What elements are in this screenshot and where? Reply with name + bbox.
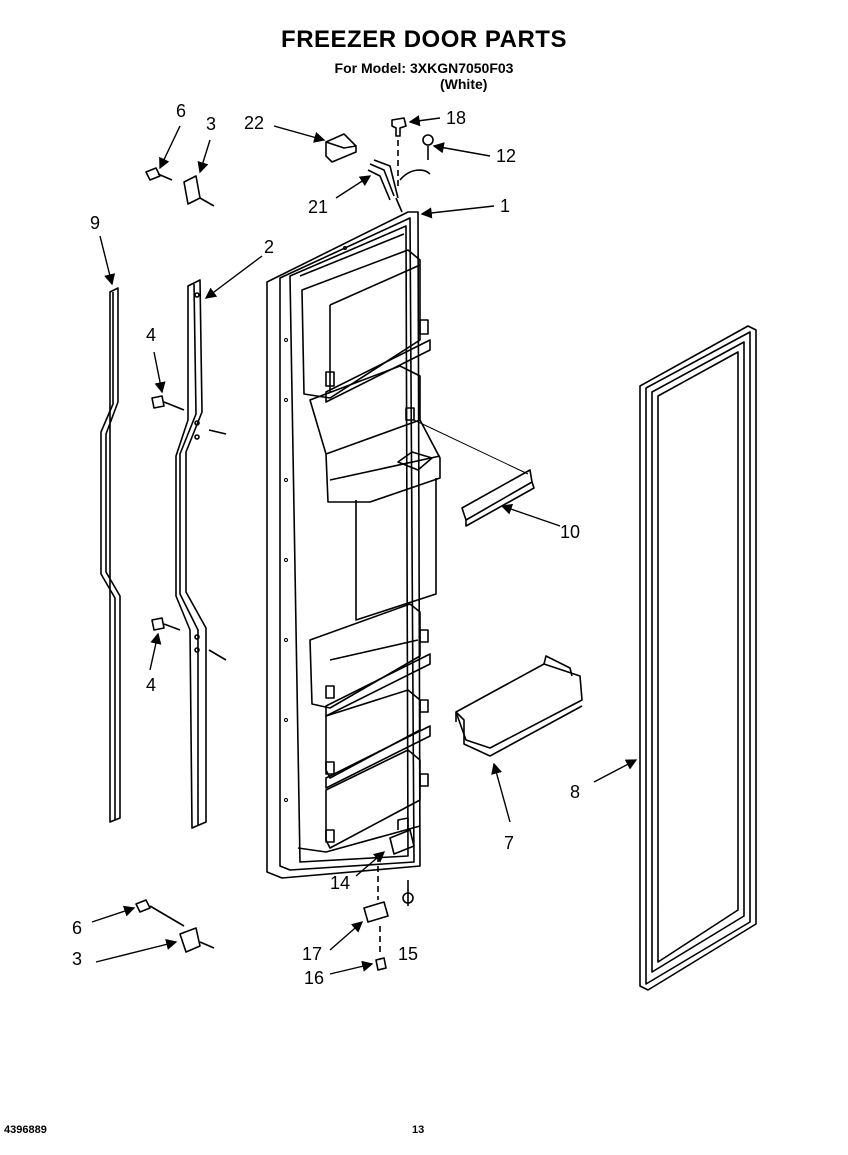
- callout-18: 18: [446, 108, 467, 128]
- part-15-screw: [402, 880, 414, 906]
- part-17-bracket: [363, 856, 389, 923]
- part-14-hinge-pin: [389, 817, 415, 855]
- callout-10: 10: [560, 522, 581, 542]
- callout-6-top: 6: [176, 101, 187, 121]
- callout-6-bottom: 6: [72, 918, 83, 938]
- callout-14: 14: [330, 873, 351, 893]
- callout-2: 2: [264, 237, 275, 257]
- callout-3-bottom: 3: [72, 949, 83, 969]
- model-subtitle: For Model: 3XKGN7050F03: [334, 60, 514, 76]
- callout-15: 15: [398, 944, 419, 964]
- callout-9: 9: [90, 213, 101, 233]
- callout-4-upper: 4: [146, 325, 157, 345]
- part-4-screw-lower: [151, 617, 181, 631]
- part-18-plug: [391, 117, 407, 190]
- callout-21: 21: [308, 197, 329, 217]
- part-3-bottom-hinge: [179, 927, 215, 953]
- part-6-bottom-screw: [135, 899, 185, 927]
- callout-1: 1: [500, 196, 511, 216]
- callout-8: 8: [570, 782, 581, 802]
- part-7-door-bin: [455, 655, 583, 757]
- part-9-strip: [100, 287, 121, 823]
- color-variant: (White): [440, 76, 488, 92]
- part-8-gasket: [639, 325, 757, 991]
- part-21-harness: [367, 159, 431, 213]
- callout-12: 12: [496, 146, 517, 166]
- callout-3-top: 3: [206, 114, 217, 134]
- callout-22: 22: [244, 113, 265, 133]
- callout-17: 17: [302, 944, 323, 964]
- part-10-bracket: [413, 419, 535, 527]
- page-title: FREEZER DOOR PARTS: [281, 26, 567, 53]
- part-6-top-screw: [145, 167, 173, 181]
- callout-16: 16: [304, 968, 325, 988]
- leader-lines: [91, 115, 638, 975]
- document-number: 4396889: [4, 1124, 47, 1136]
- part-2-trim: [175, 279, 227, 829]
- callout-7: 7: [504, 833, 515, 853]
- part-22-connector: [325, 133, 357, 163]
- page-number: 13: [412, 1124, 425, 1136]
- part-12-screw: [422, 134, 434, 160]
- part-3-top-hinge: [183, 175, 215, 207]
- part-16-screw: [375, 926, 387, 971]
- part-1-door-panel: [266, 211, 441, 879]
- callout-4-lower: 4: [146, 675, 157, 695]
- part-4-screw-upper: [151, 395, 185, 411]
